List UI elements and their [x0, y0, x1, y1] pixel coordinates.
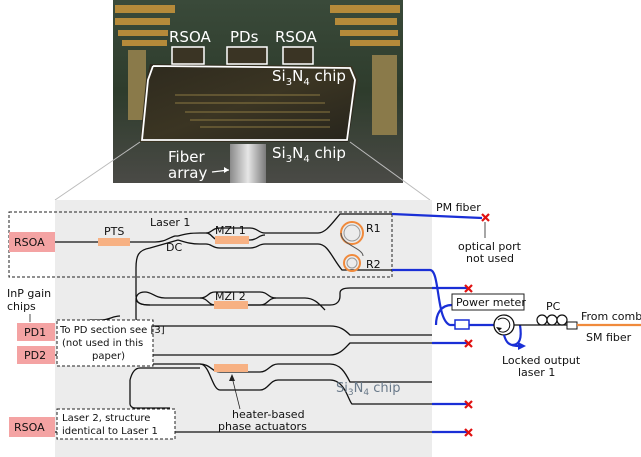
- label-chip-top: Si3N4 chip: [272, 67, 346, 88]
- pd-note-2: (not used in this: [62, 338, 143, 349]
- cross-icon: [482, 214, 489, 221]
- pd-note-1: To PD section see [3]: [59, 325, 165, 336]
- heater-laser2: [214, 364, 248, 372]
- label-pd1: PD1: [24, 326, 46, 339]
- label-chip-bottom: Si3N4 chip: [272, 144, 346, 165]
- label-pds: PDs: [230, 28, 259, 46]
- pc-paddle-3: [557, 315, 567, 325]
- label-rsoa-left: RSOA: [169, 28, 211, 46]
- label-rsoa2: RSOA: [14, 421, 45, 434]
- tap-coupler: [455, 320, 469, 329]
- label-from-comb: From comb: [581, 310, 641, 323]
- label-pts: PTS: [104, 225, 124, 238]
- label-inp-1: InP gain: [7, 287, 51, 300]
- label-rsoa1: RSOA: [14, 236, 45, 249]
- heater-mzi1: [215, 236, 249, 244]
- pc-paddle-1: [537, 315, 547, 325]
- label-locked-2: laser 1: [518, 366, 555, 379]
- label-inp-2: chips: [7, 300, 36, 313]
- label-pd2: PD2: [24, 349, 46, 362]
- pds-box: [227, 47, 267, 64]
- sm-connector: [567, 322, 577, 329]
- laser2-note-2: identical to Laser 1: [62, 426, 158, 437]
- label-laser1: Laser 1: [150, 216, 190, 229]
- label-mzi1: MZI 1: [215, 224, 246, 237]
- label-power-meter: Power meter: [456, 296, 526, 309]
- rsoa-left-box: [172, 47, 204, 64]
- label-pm-fiber: PM fiber: [436, 201, 481, 214]
- label-rsoa-right: RSOA: [275, 28, 317, 46]
- label-optical-port-2: not used: [466, 252, 514, 265]
- label-r1: R1: [366, 222, 381, 235]
- label-mzi2: MZI 2: [215, 290, 246, 303]
- fiber-array: [230, 144, 266, 183]
- label-chip: Si3N4 chip: [336, 381, 400, 398]
- label-heater-2: phase actuators: [218, 420, 307, 433]
- pc-paddle-2: [547, 315, 557, 325]
- heater-pts: [98, 238, 130, 246]
- laser2-note-1: Laser 2, structure: [62, 413, 150, 424]
- rsoa-right-box: [283, 47, 313, 64]
- label-pc: PC: [546, 300, 561, 313]
- label-dc: DC: [166, 241, 182, 254]
- pd-note-3: paper): [92, 351, 125, 362]
- label-sm-fiber: SM fiber: [586, 331, 632, 344]
- label-array: array: [168, 164, 207, 182]
- locked-output-arrow-head: [518, 342, 526, 350]
- label-r2: R2: [366, 258, 381, 271]
- chip-photo: RSOA PDs RSOA Si3N4 chip Si3N4 chip Fibe…: [113, 0, 403, 183]
